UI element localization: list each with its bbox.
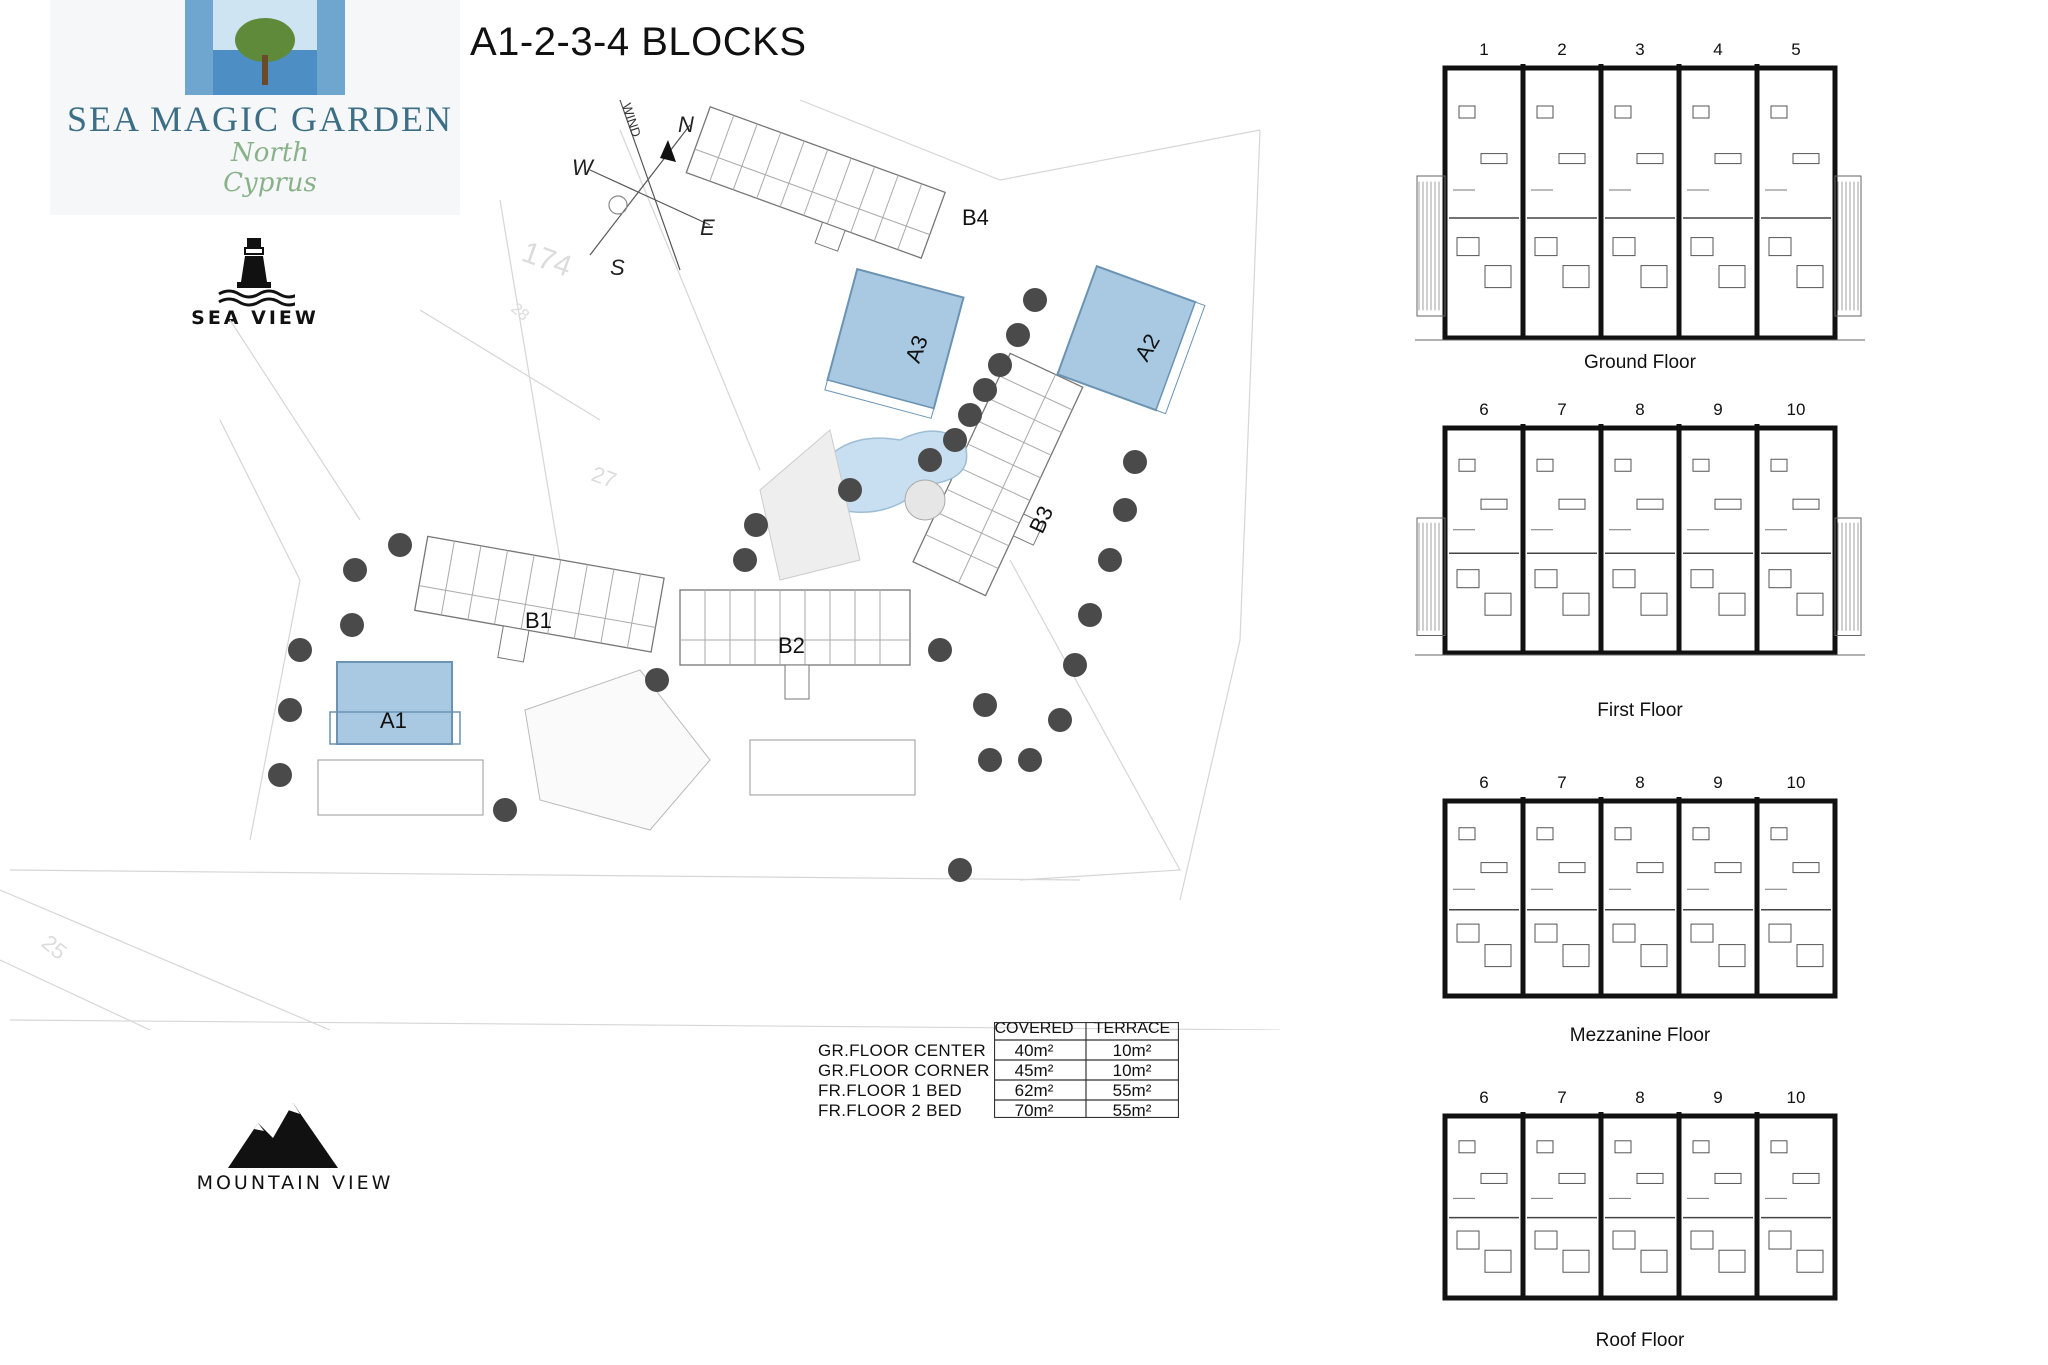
header-terrace: TERRACE (1093, 1020, 1171, 1037)
covered-value: 70m² (1014, 1101, 1054, 1120)
row-label: GR.FLOOR CENTER (818, 1041, 986, 1060)
block-label-a1: A1 (380, 708, 407, 733)
row-label: FR.FLOOR 1 BED (818, 1081, 963, 1100)
mountain-view-label: MOUNTAIN VIEW (196, 1172, 394, 1194)
unit-number: 1 (1479, 40, 1489, 59)
floor-title: Roof Floor (1595, 1330, 1685, 1351)
block-b3-building (912, 352, 1084, 597)
block-a1-building (329, 661, 461, 745)
unit-number: 8 (1635, 400, 1645, 419)
terrace-value: 10m² (1112, 1061, 1152, 1080)
block-b4-building (685, 106, 946, 259)
svg-text:27: 27 (588, 461, 620, 493)
row-label: FR.FLOOR 2 BED (818, 1101, 963, 1120)
unit-number: 10 (1786, 400, 1806, 419)
brand-tagline: North Cyprus (223, 138, 317, 198)
svg-text:28: 28 (507, 300, 532, 325)
table-row: FR.FLOOR 2 BED 70m² 55m² (818, 1101, 1190, 1121)
unit-number: 7 (1557, 400, 1567, 419)
unit-number: 7 (1557, 1088, 1567, 1107)
unit-number: 10 (1786, 773, 1806, 792)
svg-text:174: 174 (518, 236, 576, 284)
page-title: A1-2-3-4 BLOCKS (470, 20, 807, 64)
mountain-icon (228, 1103, 338, 1168)
table-row: FR.FLOOR 1 BED 62m² 55m² (818, 1081, 1190, 1101)
compass-wind: WIND (619, 101, 644, 139)
site-plan: 174 27 25 28 N S E W WIND (0, 99, 1280, 1030)
floor-plan-drawing (1442, 797, 1838, 999)
block-a2-building (1056, 264, 1206, 415)
floor-title: Ground Floor (1584, 352, 1696, 373)
lighthouse-icon (218, 238, 295, 307)
compass-n: N (678, 112, 694, 137)
unit-number: 9 (1713, 773, 1723, 792)
covered-value: 62m² (1014, 1081, 1054, 1100)
terrace-value: 55m² (1112, 1101, 1152, 1120)
floor-title: First Floor (1597, 700, 1683, 721)
unit-number: 9 (1713, 1088, 1723, 1107)
compass (589, 99, 711, 271)
palm-trees (268, 288, 1147, 882)
terrace-value: 55m² (1112, 1081, 1152, 1100)
row-label: GR.FLOOR CORNER (818, 1061, 990, 1080)
area-table-grid (994, 1022, 1179, 1118)
covered-value: 40m² (1014, 1041, 1054, 1060)
svg-text:25: 25 (37, 930, 72, 965)
block-label-b4: B4 (962, 205, 989, 230)
unit-number: 2 (1557, 40, 1567, 59)
unit-number: 8 (1635, 1088, 1645, 1107)
compass-s: S (610, 255, 625, 280)
floor-plan-drawing (1415, 64, 1865, 341)
logo-window-icon (185, 0, 345, 95)
unit-number: 6 (1479, 773, 1489, 792)
block-b2-building (679, 589, 911, 666)
sea-view-label: SEA VIEW (191, 307, 319, 329)
unit-number: 6 (1479, 1088, 1489, 1107)
compass-w: W (572, 155, 595, 180)
unit-number: 5 (1791, 40, 1801, 59)
header-covered: COVERED (994, 1020, 1074, 1037)
compass-e: E (700, 215, 715, 240)
unit-number: 7 (1557, 773, 1567, 792)
area-table-header: COVERED TERRACE (818, 1020, 1190, 1040)
floor-title: Mezzanine Floor (1569, 1025, 1711, 1046)
unit-number: 10 (1786, 1088, 1806, 1107)
unit-number: 4 (1713, 40, 1723, 59)
unit-number: 3 (1635, 40, 1645, 59)
block-label-b1: B1 (525, 608, 552, 633)
block-a3-building (824, 267, 965, 419)
block-label-b2: B2 (778, 633, 805, 658)
floor-plan-drawing (1415, 424, 1865, 656)
unit-number: 9 (1713, 400, 1723, 419)
table-row: GR.FLOOR CENTER 40m² 10m² (818, 1041, 1190, 1061)
covered-value: 45m² (1014, 1061, 1054, 1080)
floor-plan-drawing (1442, 1112, 1838, 1301)
brand-name: SEA MAGIC GARDEN (66, 99, 454, 139)
unit-number: 8 (1635, 773, 1645, 792)
table-row: GR.FLOOR CORNER 45m² 10m² (818, 1061, 1190, 1081)
unit-number: 6 (1479, 400, 1489, 419)
block-b1-building (413, 535, 665, 663)
terrace-value: 10m² (1112, 1041, 1152, 1060)
